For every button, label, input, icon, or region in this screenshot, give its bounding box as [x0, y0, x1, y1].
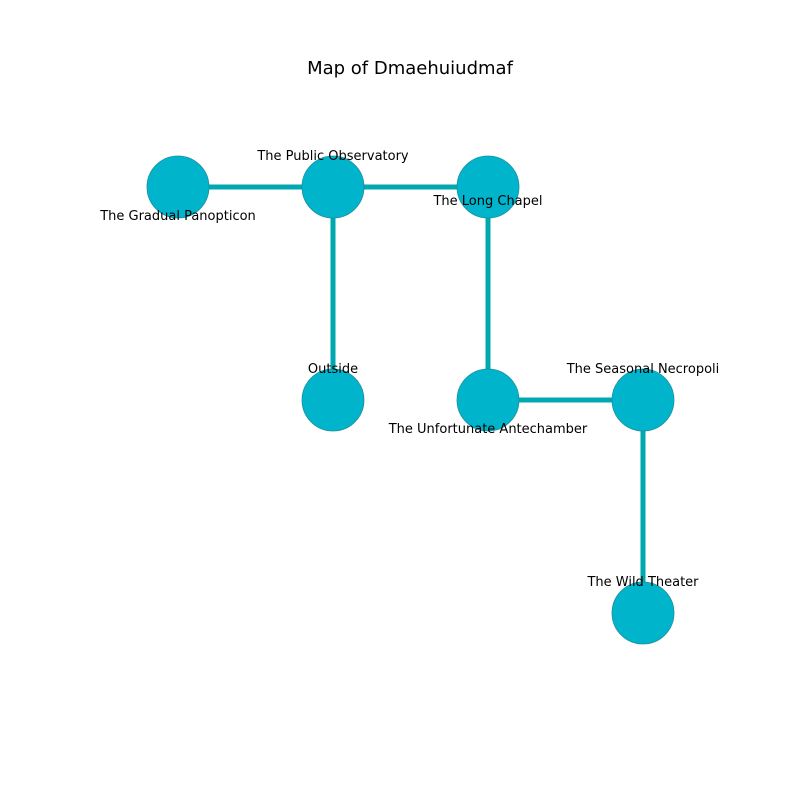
node-outside: [301, 368, 365, 432]
label-layer: The Gradual Panopticon The Public Observa…: [99, 149, 719, 590]
node-label-wild-theater: The Wild Theater: [586, 575, 699, 590]
node-seasonal-necropoli: [611, 368, 675, 432]
node-label-public-observatory: The Public Observatory: [256, 149, 409, 164]
node-label-unfortunate-antechamber: The Unfortunate Antechamber: [388, 422, 588, 437]
node-layer: [146, 155, 675, 645]
node-label-outside: Outside: [308, 362, 358, 377]
node-wild-theater: [611, 581, 675, 645]
node-label-seasonal-necropoli: The Seasonal Necropoli: [566, 362, 720, 377]
node-label-long-chapel: The Long Chapel: [432, 194, 542, 209]
map-title: Map of Dmaehuiudmaf: [307, 58, 513, 79]
node-long-chapel: [456, 155, 520, 219]
node-unfortunate-antechamber: [456, 368, 520, 432]
node-label-gradual-panopticon: The Gradual Panopticon: [99, 209, 256, 224]
node-public-observatory: [301, 155, 365, 219]
node-gradual-panopticon: [146, 155, 210, 219]
edge-layer: [178, 184, 646, 613]
